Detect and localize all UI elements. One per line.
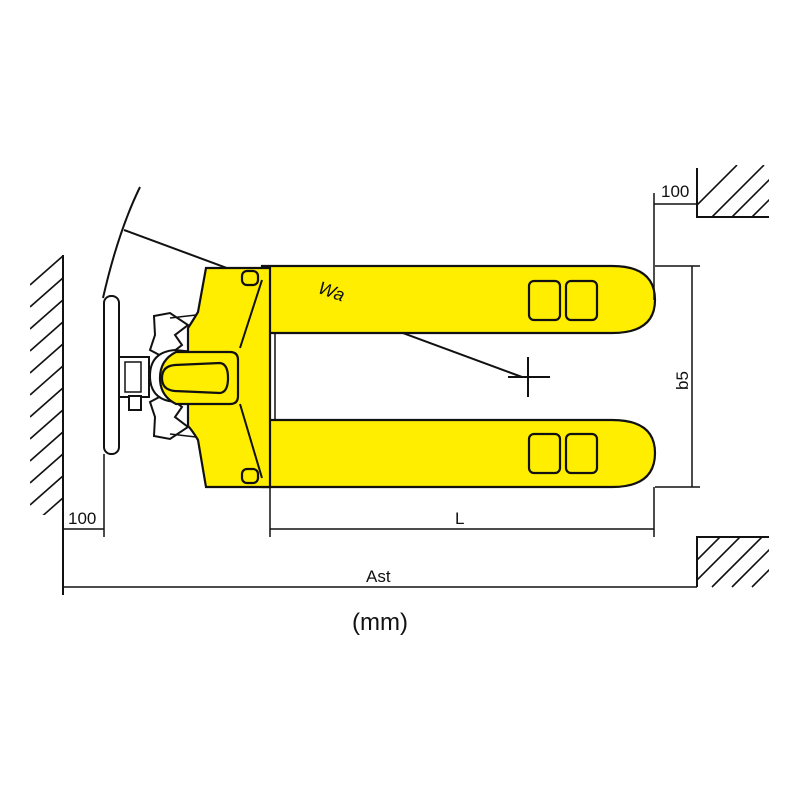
chassis-body	[158, 266, 276, 489]
dimension-fork-length: L	[269, 487, 655, 537]
svg-text:100: 100	[661, 182, 689, 201]
svg-text:Ast: Ast	[366, 567, 391, 586]
right-top-wall-hatch	[696, 165, 769, 218]
dimension-wall-clearance-left: 100	[63, 454, 105, 537]
dimension-fork-spread: b5	[655, 265, 700, 488]
dimension-wall-clearance-right: 100	[653, 182, 697, 300]
fork-roller-window	[564, 279, 599, 322]
turning-arc	[102, 186, 141, 299]
svg-text:100: 100	[68, 509, 96, 528]
units-label: (mm)	[352, 609, 408, 636]
fork-roller-window	[527, 432, 562, 475]
svg-text:L: L	[455, 509, 464, 528]
fork-roller-window	[564, 432, 599, 475]
center-crosshair	[508, 357, 550, 397]
handle-tiller	[103, 295, 197, 455]
fork-roller-window	[527, 279, 562, 322]
left-wall-hatch	[30, 255, 64, 595]
dimension-aisle-width: Ast	[63, 567, 697, 588]
right-bottom-wall-hatch	[696, 536, 769, 588]
svg-text:b5: b5	[673, 371, 692, 390]
